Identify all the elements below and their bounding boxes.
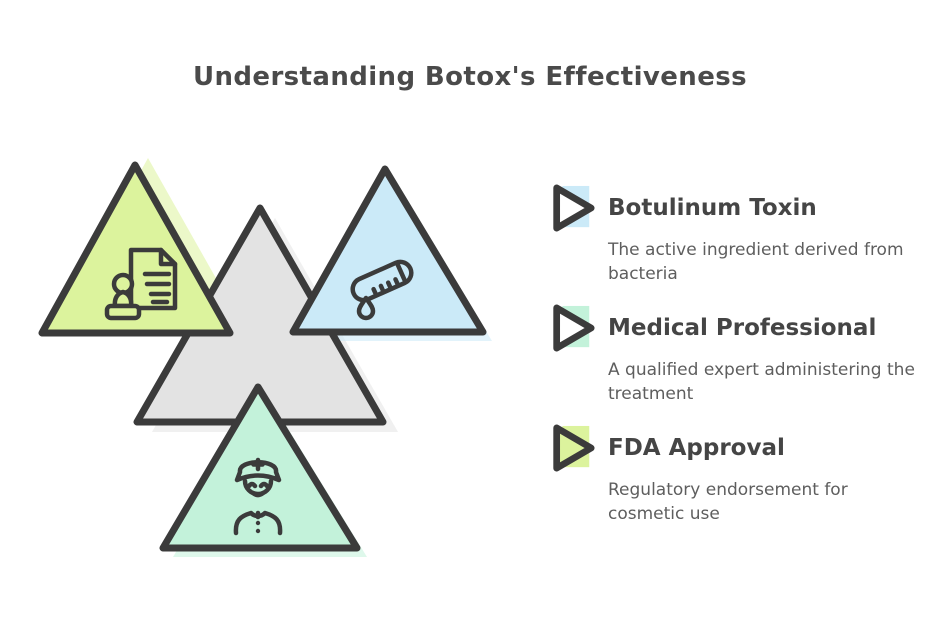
test-tube-drop-icon	[350, 259, 414, 321]
play-triangle-icon	[553, 424, 595, 472]
legend-item-title: Botulinum Toxin	[608, 195, 817, 221]
botulinum-toxin-triangle	[289, 165, 487, 336]
legend-item-header: FDA Approval	[549, 423, 927, 473]
play-triangle-outline	[553, 184, 595, 232]
legend-item-header: Botulinum Toxin	[549, 183, 927, 233]
legend-item-header: Medical Professional	[549, 303, 927, 353]
triangle-diagram-svg	[38, 158, 492, 557]
legend-item-description: The active ingredient derived from bacte…	[608, 240, 904, 284]
triangle-diagram	[0, 140, 540, 610]
legend-item-description: Regulatory endorsement for cosmetic use	[608, 480, 848, 524]
play-triangle-icon	[553, 304, 595, 352]
legend-item-description: A qualified expert administering the tre…	[608, 360, 915, 404]
play-triangle-outline	[553, 424, 595, 472]
legend-item-fda-approval: FDA Approval Regulatory endorsement for …	[549, 423, 927, 527]
legend-item-title: FDA Approval	[608, 435, 785, 461]
stamp-document-icon	[104, 247, 178, 321]
legend-item-title: Medical Professional	[608, 315, 877, 341]
page-title: Understanding Botox's Effectiveness	[192, 62, 748, 92]
legend-item-medical-professional: Medical Professional A qualified expert …	[549, 303, 927, 407]
legend-item-botulinum-toxin: Botulinum Toxin The active ingredient de…	[549, 183, 927, 287]
play-triangle-icon	[553, 184, 595, 232]
doctor-icon	[233, 457, 283, 536]
play-triangle-outline	[553, 304, 595, 352]
